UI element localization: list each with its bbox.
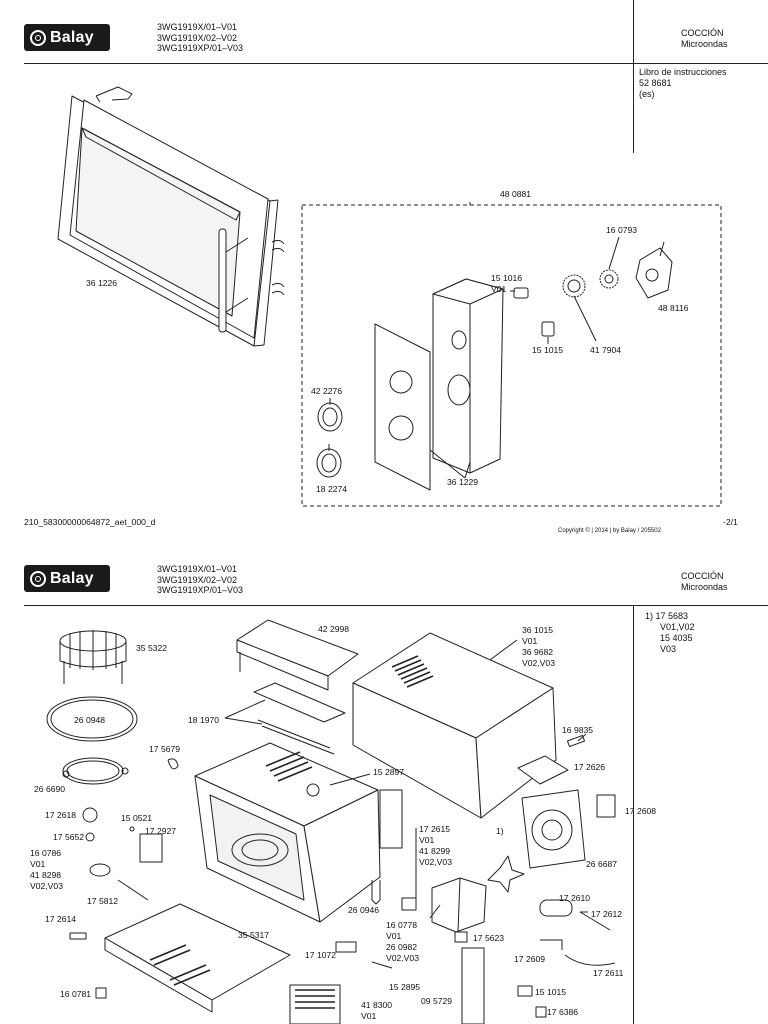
part-label-bracket-b: 17 2614: [45, 914, 77, 924]
part-label-holder: 17 1072: [305, 950, 337, 960]
header-rule-2: [24, 605, 768, 606]
part-switch: 15 1016: [491, 273, 523, 283]
part-label-fuse2: 15 2895: [389, 982, 421, 992]
notes: 1) 17 5683 V01,V02 15 4035 V03: [645, 611, 695, 655]
part-label-board: 17 2626: [574, 762, 606, 772]
note-line-2: V01,V02: [660, 622, 695, 632]
part-label-base: 35 5317: [238, 930, 270, 940]
part-label-switch-a-v2: V02,V03: [419, 857, 452, 867]
model-1: 3WG1919X/01–V01: [157, 22, 238, 32]
part-label-foot: 16 0781: [60, 989, 92, 999]
part-label-magnetron-v2: V02,V03: [386, 953, 419, 963]
note-line-1: 1) 17 5683: [645, 611, 689, 621]
header-rule: [24, 63, 768, 64]
part-timer-motor: 48 8116: [658, 303, 689, 313]
category-sub: Microondas: [681, 582, 728, 592]
part-label-ring: 26 6690: [34, 784, 66, 794]
category-2: COCCIÓN Microondas: [681, 571, 728, 593]
category-main: COCCIÓN: [681, 28, 724, 38]
model-3: 3WG1919XP/01–V03: [157, 585, 244, 595]
part-label-fan-note: 1): [496, 826, 504, 836]
part-label-lead: 17 5812: [87, 896, 119, 906]
part-label-turntable: 26 0948: [74, 715, 106, 725]
logo-text: Balay: [50, 28, 94, 46]
note-line-4: V03: [660, 644, 677, 654]
part-label-fuse: 16 9835: [562, 725, 594, 735]
part-switch2: 15 1015: [532, 345, 564, 355]
part-label-housing-alt: 36 9682: [522, 647, 554, 657]
manual-label: Libro de instrucciones: [639, 67, 727, 77]
balay-logo-2: Balay: [24, 565, 110, 592]
part-label-switch-b: 09 5729: [421, 996, 453, 1006]
page-number: -2/1: [723, 517, 738, 527]
part-label-motor: 16 0786: [30, 848, 62, 858]
part-label-transformer-v1: V01: [361, 1011, 377, 1021]
group-label: 48 0881: [500, 189, 532, 199]
part-label-transformer: 41 8300: [361, 1000, 393, 1010]
part-label-coupler: 17 2618: [45, 810, 77, 820]
part-label-rails: 18 1970: [188, 715, 220, 725]
part-label-switch-c: 15 1015: [535, 987, 567, 997]
part-label-washer: 17 5652: [53, 832, 85, 842]
part-label-switch-a: 17 2615: [419, 824, 451, 834]
part-label-thermo: 17 5623: [473, 933, 505, 943]
part-knob1: 42 2276: [311, 386, 343, 396]
part-label-bracket-a: 17 2608: [625, 806, 657, 816]
part-label-top-cover: 42 2998: [318, 624, 350, 634]
part-label-cavity: 15 2897: [373, 767, 405, 777]
model-list: 3WG1919X/01–V01 3WG1919X/02–V02 3WG1919X…: [157, 22, 243, 54]
note-line-3: 15 4035: [660, 633, 693, 643]
model-3: 3WG1919XP/01–V03: [157, 43, 244, 53]
part-knob2: 18 2274: [316, 484, 348, 494]
part-label-switch-a-alt: 41 8299: [419, 846, 451, 856]
model-1: 3WG1919X/01–V01: [157, 564, 238, 574]
part-label-magnetron: 16 0778: [386, 920, 418, 930]
category-main: COCCIÓN: [681, 571, 724, 581]
part-label-diode: 17 2612: [591, 909, 623, 919]
manual-lang: (es): [639, 89, 655, 99]
balay-mark-icon: [30, 29, 46, 46]
part-label-magnetron-alt: 26 0982: [386, 942, 418, 952]
part-label-plate: 17 2927: [145, 826, 177, 836]
part-label-lamp: 26 0946: [348, 905, 380, 915]
part-label-housing-v2: V02,V03: [522, 658, 555, 668]
model-2: 3WG1919X/02–V02: [157, 32, 238, 43]
category: COCCIÓN Microondas: [681, 28, 728, 50]
logo-text-2: Balay: [50, 569, 94, 587]
manual-info: Libro de instrucciones 52 8681 (es): [639, 67, 727, 100]
part-switch-variant: V01: [491, 284, 507, 294]
part-label-grill: 35 5322: [136, 643, 168, 653]
part-label-fan-motor: 26 6687: [586, 859, 618, 869]
model-list-2: 3WG1919X/01–V01 3WG1919X/02–V02 3WG1919X…: [157, 564, 243, 596]
door-drawing: [57, 86, 285, 347]
part-gear: 41 7904: [590, 345, 622, 355]
part-motor-gear: 16 0793: [606, 225, 638, 235]
part-label-clip: 17 5679: [149, 744, 181, 754]
part-label-switch-d: 17 6386: [547, 1007, 579, 1017]
category-sub: Microondas: [681, 39, 728, 49]
part-label-capacitor: 17 2610: [559, 893, 591, 903]
balay-mark-icon: [30, 570, 46, 587]
part-label-switch-a-v1: V01: [419, 835, 435, 845]
part-label-clamp: 17 2609: [514, 954, 546, 964]
part-label-motor-v2: V02,V03: [30, 881, 63, 891]
part-label-motor-alt: 41 8298: [30, 870, 62, 880]
part-panel: 36 1229: [447, 477, 479, 487]
part-label-motor-v1: V01: [30, 859, 46, 869]
manual-number: 52 8681: [639, 78, 672, 88]
part-door: 36 1226: [86, 278, 118, 288]
notes-divider: [633, 605, 634, 1024]
copyright: Copyright © | 2014 | by Balay / 205502: [558, 528, 661, 534]
footer-code: 210_58300000064872_aet_000_d: [24, 517, 156, 527]
balay-logo: Balay: [24, 24, 110, 51]
part-label-housing: 36 1015: [522, 625, 554, 635]
model-2: 3WG1919X/02–V02: [157, 574, 238, 585]
part-label-housing-v1: V01: [522, 636, 538, 646]
part-label-spring: 15 0521: [121, 813, 153, 823]
part-label-magnetron-v1: V01: [386, 931, 402, 941]
header-divider: [633, 0, 634, 153]
part-label-cable: 17 2611: [593, 968, 624, 978]
